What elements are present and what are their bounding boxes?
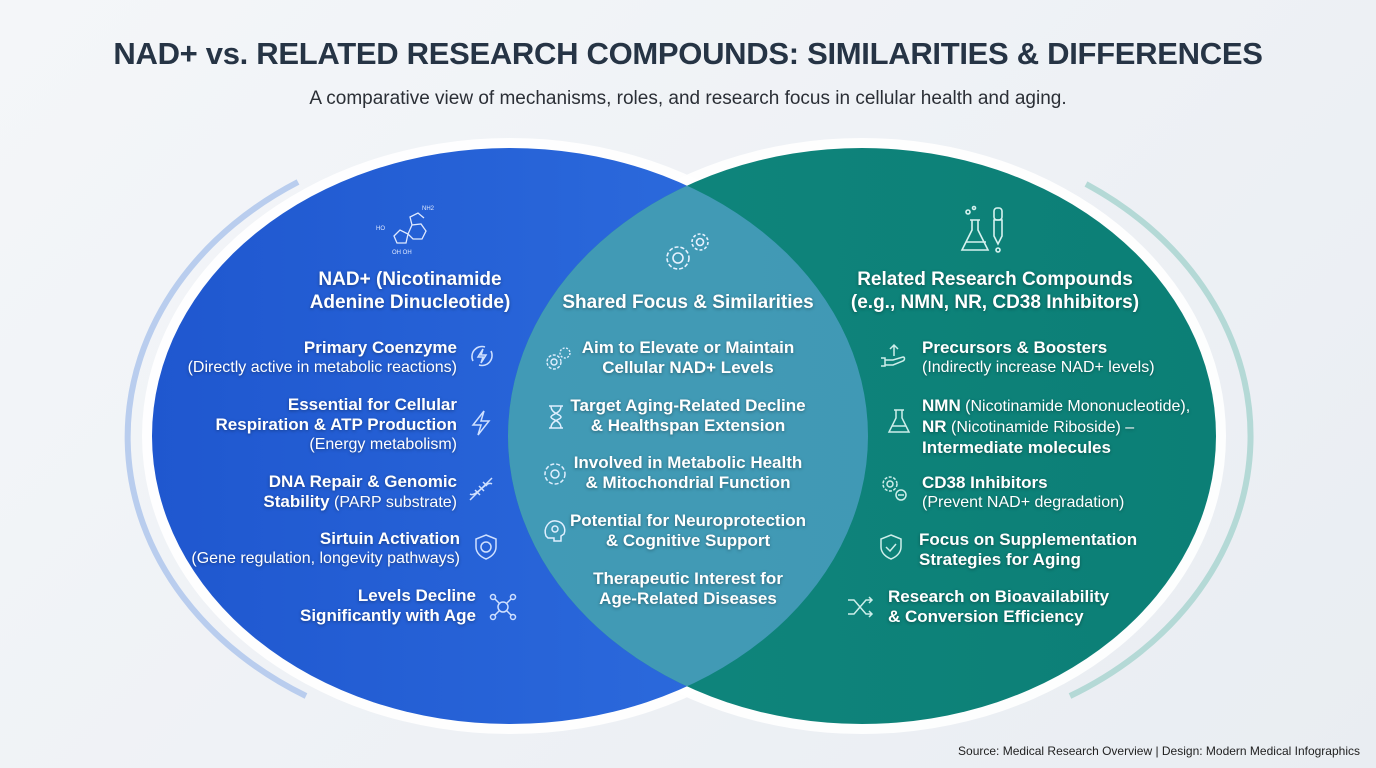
left-outer-arc <box>124 179 308 699</box>
bolt-icon <box>471 410 491 436</box>
left-item-1: Primary Coenzyme(Directly active in meta… <box>187 338 457 376</box>
right-outer-arc <box>1068 181 1254 699</box>
molecule-icon: HO NH2 OH OH <box>376 206 435 256</box>
gears-icon <box>666 233 709 270</box>
hand-arrow-icon <box>881 343 906 367</box>
brain-icon <box>544 520 566 542</box>
flask-icon <box>887 409 911 433</box>
network-icon <box>489 593 517 621</box>
hourglass-icon <box>549 405 563 429</box>
page-subtitle: A comparative view of mechanisms, roles,… <box>309 88 1067 109</box>
overlap-region <box>508 148 868 724</box>
right-heading: Related Research Compounds(e.g., NMN, NR… <box>850 269 1140 313</box>
gear-minus-icon <box>882 476 907 501</box>
right-item-3: CD38 Inhibitors(Prevent NAD+ degradation… <box>922 473 1125 511</box>
svg-text:HO: HO <box>376 226 385 232</box>
svg-text:NH2: NH2 <box>422 206 435 212</box>
gears-small-icon <box>546 347 571 370</box>
source-credit: Source: Medical Research Overview | Desi… <box>958 744 1360 758</box>
center-item-2: Target Aging-Related Decline& Healthspan… <box>570 396 806 435</box>
svg-text:OH OH: OH OH <box>392 250 412 256</box>
cycle-bolt-icon <box>471 345 493 367</box>
center-item-3: Involved in Metabolic Health& Mitochondr… <box>573 453 803 492</box>
shield-check-icon <box>880 534 902 560</box>
page-title: NAD+ vs. RELATED RESEARCH COMPOUNDS: SIM… <box>113 36 1263 71</box>
right-item-5: Research on Bioavailability& Conversion … <box>888 587 1110 626</box>
right-item-1: Precursors & Boosters(Indirectly increas… <box>922 338 1155 376</box>
right-item-2: NMN (Nicotinamide Mononucleotide),NR (Ni… <box>922 396 1191 457</box>
center-item-4: Potential for Neuroprotection& Cognitive… <box>569 511 807 550</box>
gear-icon <box>544 463 566 485</box>
shield-icon <box>475 534 497 560</box>
flask-dropper-icon <box>960 205 1003 253</box>
left-item-4: Sirtuin Activation(Gene regulation, long… <box>191 529 460 567</box>
shuffle-icon <box>848 596 874 618</box>
center-heading: Shared Focus & Similarities <box>562 292 814 313</box>
dna-icon <box>469 477 493 501</box>
